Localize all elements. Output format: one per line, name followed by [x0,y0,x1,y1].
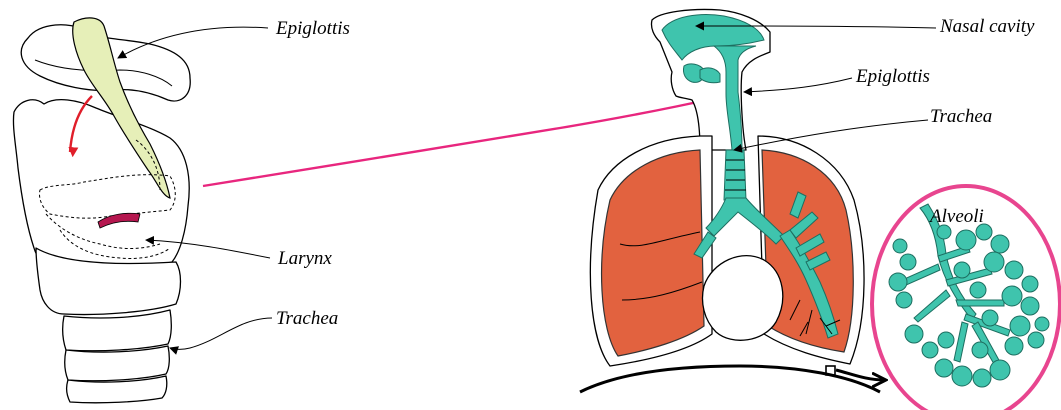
label-larynx: Larynx [277,248,332,269]
larynx-drawing [13,18,190,403]
label-trachea-right: Trachea [930,106,992,127]
label-epiglottis-left: Epiglottis [275,18,350,39]
label-trachea-left: Trachea [276,308,338,329]
label-nasal-cavity: Nasal cavity [939,16,1035,37]
epiglottis-leader-right [744,78,852,92]
respiratory-system-drawing [580,9,880,392]
trachea-leader-left [170,318,272,350]
label-alveoli: Alveoli [928,206,984,227]
label-epiglottis-right: Epiglottis [855,66,930,87]
